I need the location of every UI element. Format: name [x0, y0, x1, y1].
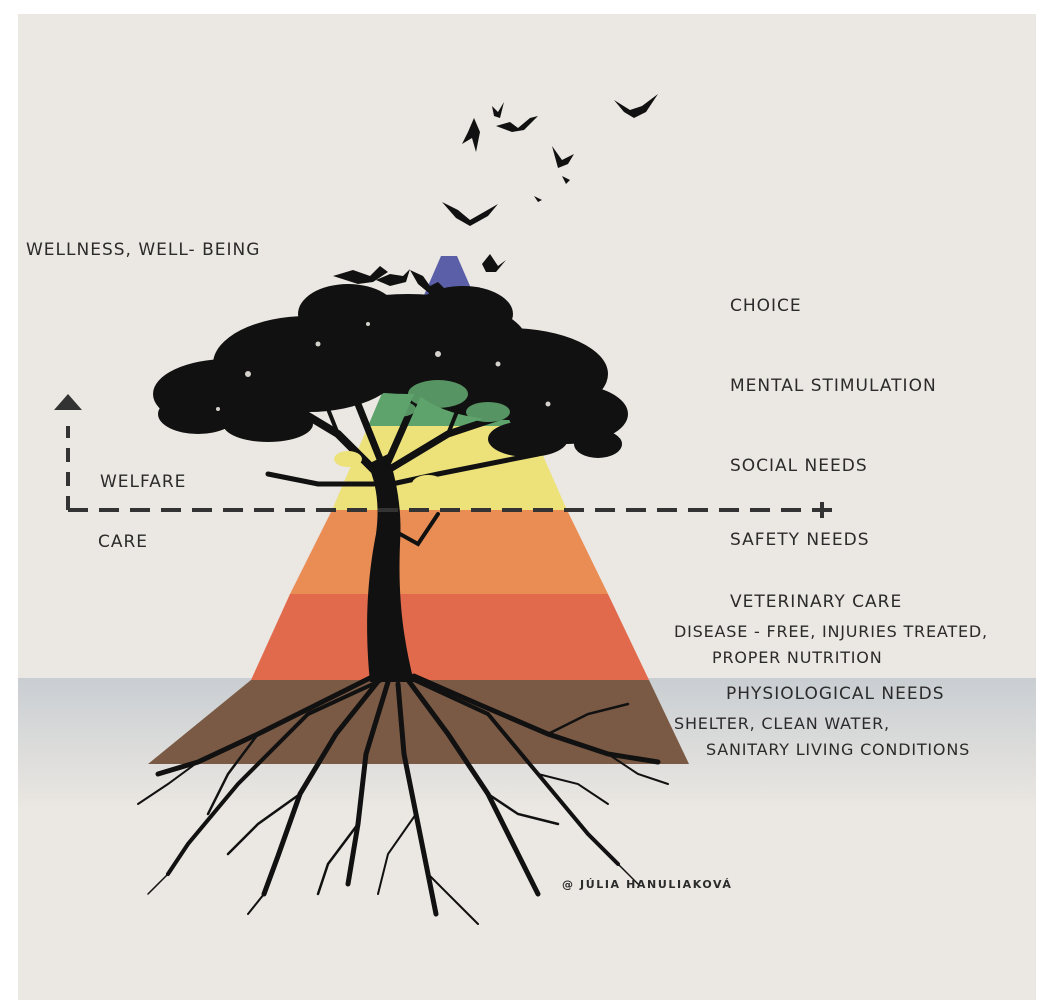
tier-physiological-detail-2: SANITARY LIVING CONDITIONS [706, 740, 970, 759]
tier-mental-label: MENTAL STIMULATION [730, 376, 937, 396]
care-label: CARE [98, 532, 148, 552]
pyramid-tree-illustration [18, 14, 1036, 1000]
arrow-up-icon [54, 394, 82, 410]
tier-choice-label: CHOICE [730, 296, 802, 316]
bird-icon [462, 118, 480, 152]
tier-veterinary-detail-1: DISEASE - FREE, INJURIES TREATED, [674, 622, 988, 641]
bird-icon [496, 116, 538, 132]
birds-flock [333, 94, 658, 294]
bird-icon [614, 94, 658, 118]
bird-icon [442, 202, 498, 226]
wellness-label: WELLNESS, WELL- BEING [26, 240, 260, 260]
tier-physiological-label: PHYSIOLOGICAL NEEDS [726, 684, 945, 704]
tier-veterinary-detail-2: PROPER NUTRITION [712, 648, 882, 667]
tier-physiological-detail-1: SHELTER, CLEAN WATER, [674, 714, 890, 733]
bird-icon [552, 146, 574, 168]
tier-social-label: SOCIAL NEEDS [730, 456, 868, 476]
tier-veterinary-band [251, 594, 649, 680]
bird-icon [482, 254, 506, 272]
bird-icon [492, 102, 504, 118]
artist-credit: @ JÚLIA HANULIAKOVÁ [562, 878, 733, 891]
bird-icon [562, 176, 570, 184]
welfare-label: WELFARE [100, 472, 186, 492]
illustration-card: WELLNESS, WELL- BEING WELFARE CARE CHOIC… [18, 14, 1036, 1000]
tier-veterinary-label: VETERINARY CARE [730, 592, 902, 612]
tier-safety-label: SAFETY NEEDS [730, 530, 870, 550]
tier-safety-band [290, 510, 608, 594]
bird-icon [534, 196, 542, 202]
